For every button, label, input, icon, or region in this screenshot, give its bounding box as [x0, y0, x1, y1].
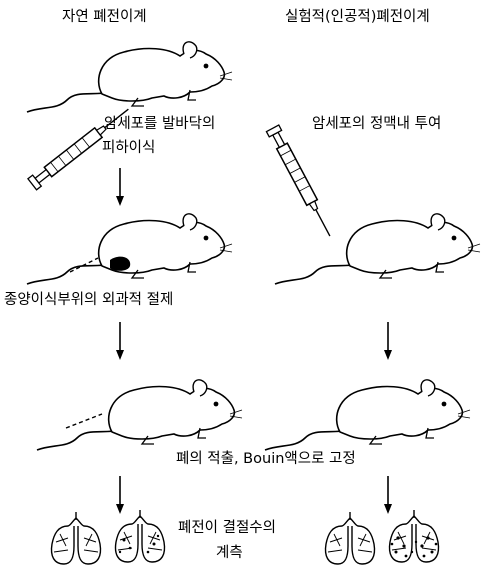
arrow-left-2 [116, 322, 124, 360]
mouse-left-3-icon [37, 380, 242, 450]
lung-right-1-icon [326, 512, 375, 564]
arrow-right-2 [384, 476, 392, 514]
arrow-left-1 [116, 168, 124, 206]
syringe-right-icon [266, 125, 336, 239]
mouse-right-1-icon [275, 214, 480, 284]
lung-left-1-icon [52, 512, 101, 564]
mouse-right-2-icon [265, 380, 470, 450]
lung-left-2-icon [116, 510, 165, 562]
arrow-right-1 [384, 322, 392, 360]
syringe-left-icon [28, 104, 133, 190]
mouse-left-1-icon [27, 42, 232, 112]
lung-right-2-icon [390, 510, 439, 562]
arrow-left-3 [116, 476, 124, 514]
mouse-left-2-icon [27, 214, 232, 284]
